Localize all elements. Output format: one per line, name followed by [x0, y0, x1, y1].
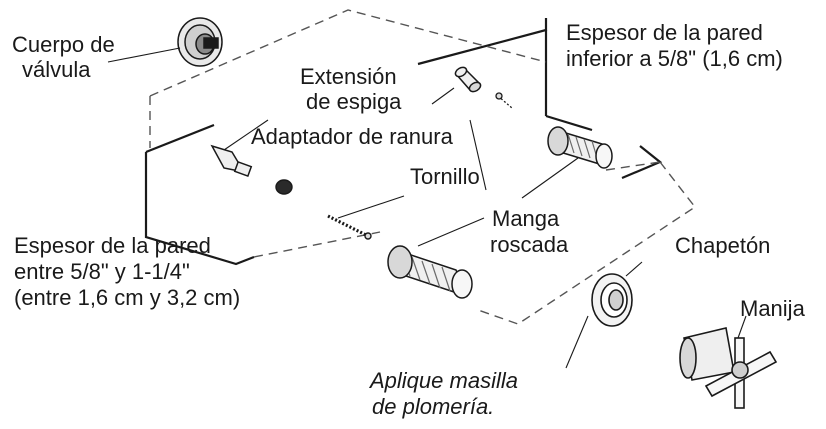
leader-lines [107, 47, 747, 369]
stem-extension-part [454, 66, 482, 93]
label-putty-line2: de plomería. [372, 394, 495, 419]
dashed-guide [149, 9, 697, 325]
label-screw: Tornillo [410, 164, 480, 189]
label-valve-body-line1: Cuerpo de [12, 32, 115, 57]
label-slot-adapter: Adaptador de ranura [251, 124, 453, 149]
threaded-sleeve-right [547, 126, 613, 169]
label-escutcheon: Chapetón [675, 233, 771, 258]
small-screw-part [495, 92, 513, 109]
wall-plane-thick [144, 123, 255, 266]
long-screw-part [327, 214, 372, 240]
valve-body-part [177, 17, 223, 67]
label-threaded-sleeve-line1: Manga [492, 206, 560, 231]
label-putty-line1: Aplique masilla [370, 368, 518, 393]
label-valve-body-line2: válvula [22, 57, 91, 82]
label-stem-extension-line2: de espiga [306, 89, 402, 114]
slot-adapter-part [275, 179, 293, 195]
cross-handle-part [679, 327, 778, 409]
label-wall-thick-line2: entre 5/8" y 1-1/4" [14, 259, 190, 284]
label-wall-thick-line1: Espesor de la pared [14, 233, 211, 258]
escutcheon-part [591, 273, 633, 327]
label-handle: Manija [740, 296, 805, 321]
stem-adapter-part [210, 144, 253, 178]
label-wall-thin-line1: Espesor de la pared [566, 20, 763, 45]
threaded-sleeve-left [387, 245, 473, 299]
label-wall-thin-line2: inferior a 5/8" (1,6 cm) [566, 46, 783, 71]
label-threaded-sleeve-line2: roscada [490, 232, 569, 257]
label-stem-extension-line1: Extensión [300, 64, 397, 89]
label-wall-thick-line3: (entre 1,6 cm y 3,2 cm) [14, 285, 241, 310]
